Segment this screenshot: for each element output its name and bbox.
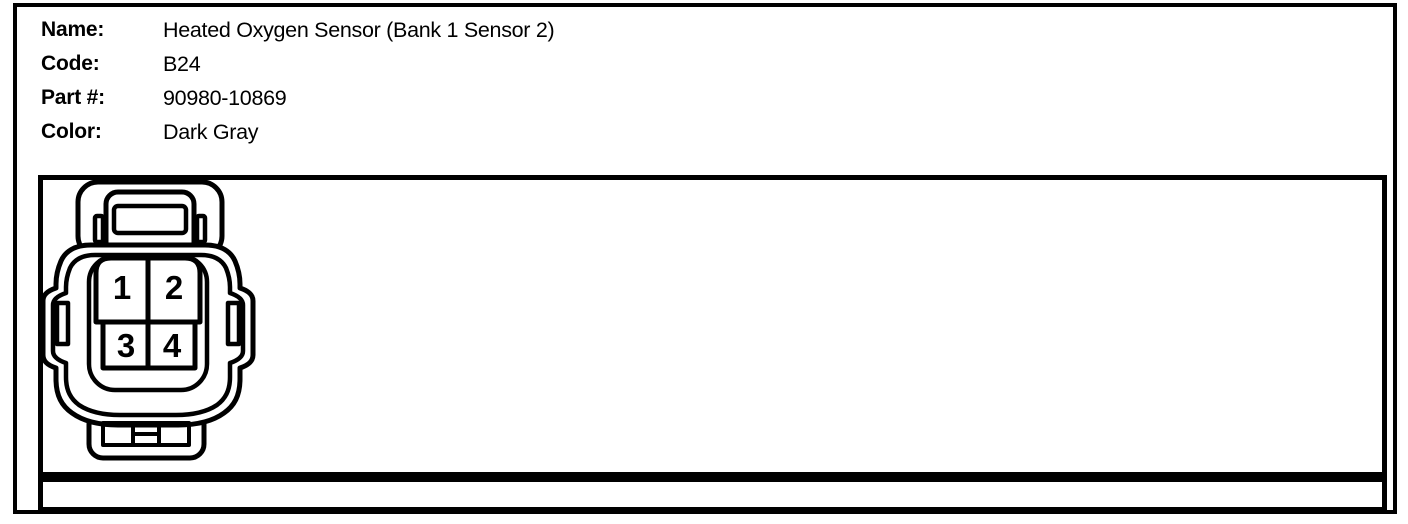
connector-diagram: 1 2 3 4 xyxy=(40,179,256,461)
header-fields: Name: Heated Oxygen Sensor (Bank 1 Senso… xyxy=(41,13,941,149)
field-row-part-number: Part #: 90980-10869 xyxy=(41,81,941,115)
pin-4-label: 4 xyxy=(163,327,182,364)
footer-empty-row xyxy=(38,477,1387,512)
connector-diagram-panel xyxy=(38,175,1387,477)
connector-bottom-key-detail xyxy=(101,421,191,447)
connector-left-ear-slot xyxy=(54,300,71,347)
pin-3-label: 3 xyxy=(117,327,135,364)
name-label: Name: xyxy=(41,18,105,41)
code-label: Code: xyxy=(41,52,100,75)
page-border xyxy=(13,3,1397,514)
connector-body-inner-contour xyxy=(50,252,246,418)
field-row-color: Color: Dark Gray xyxy=(41,115,941,149)
name-value: Heated Oxygen Sensor (Bank 1 Sensor 2) xyxy=(163,18,555,42)
pin-2-label: 2 xyxy=(165,269,183,306)
connector-right-ear-slot xyxy=(225,300,242,347)
part-number-label: Part #: xyxy=(41,86,105,109)
color-value: Dark Gray xyxy=(163,120,259,144)
pin-1-label: 1 xyxy=(113,269,131,306)
code-value: B24 xyxy=(163,52,201,76)
field-row-name: Name: Heated Oxygen Sensor (Bank 1 Senso… xyxy=(41,13,941,47)
pin-grid-bottom-row xyxy=(100,319,198,371)
connector-latch xyxy=(75,179,225,259)
field-row-code: Code: B24 xyxy=(41,47,941,81)
color-label: Color: xyxy=(41,120,102,143)
part-number-value: 90980-10869 xyxy=(163,86,287,110)
pin-grid-top-row xyxy=(93,255,203,325)
